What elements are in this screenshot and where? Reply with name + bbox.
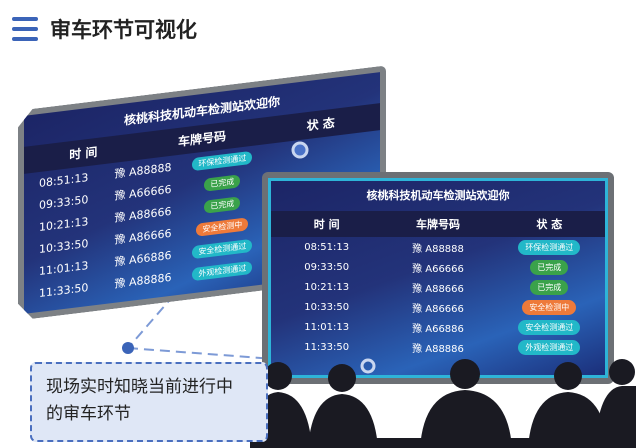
plate-cell: 豫 A66886 — [412, 323, 464, 335]
table-header: 时 间 车牌号码 状 态 — [271, 211, 605, 237]
col-plate: 车牌号码 — [415, 218, 460, 231]
col-time: 时 间 — [313, 218, 340, 231]
time-cell: 11:01:13 — [304, 321, 350, 333]
header: 审车环节可视化 — [12, 14, 197, 44]
plate-cell: 豫 A88886 — [412, 343, 464, 355]
status-badge: 外观检测通过 — [192, 261, 252, 281]
status-badge: 已完成 — [530, 279, 569, 295]
board-title: 核桃科技机动车检测站欢迎你 — [366, 189, 510, 202]
time-cell: 10:21:13 — [304, 281, 350, 293]
time-cell: 11:33:50 — [304, 341, 350, 353]
table-row: 11:33:50 豫 A88886 外观检测通过 — [271, 337, 605, 357]
col-status: 状 态 — [536, 218, 563, 231]
time-cell: 11:33:50 — [38, 280, 89, 300]
status-cell: 外观检测通过 — [494, 339, 605, 355]
status-cell: 环保检测通过 — [494, 239, 605, 255]
table-row: 10:33:50 豫 A86666 安全检测中 — [271, 297, 605, 317]
status-cell: 已完成 — [494, 279, 605, 295]
table-row: 10:21:13 豫 A88666 已完成 — [271, 277, 605, 297]
status-cell: 已完成 — [494, 259, 605, 275]
page-title: 审车环节可视化 — [50, 18, 197, 42]
menu-icon — [12, 17, 38, 41]
callout-box: 现场实时知晓当前进行中 的审车环节 — [30, 362, 268, 442]
table-row: 11:01:13 豫 A66886 安全检测通过 — [271, 317, 605, 337]
plate-cell: 豫 A86666 — [412, 303, 464, 315]
time-cell: 08:51:13 — [304, 241, 350, 253]
table-row: 09:33:50 豫 A66666 已完成 — [271, 257, 605, 277]
status-cell: 安全检测中 — [494, 299, 605, 315]
right-screen: 核桃科技机动车检测站欢迎你 时 间 车牌号码 状 态 08:51:13 豫 A8… — [262, 172, 614, 384]
audience-silhouettes — [250, 359, 636, 448]
time-cell: 09:33:50 — [304, 261, 350, 273]
status-cell: 外观检测通过 — [183, 259, 262, 283]
plate-cell: 豫 A66666 — [412, 263, 464, 275]
status-badge: 已完成 — [204, 174, 240, 191]
plate-cell: 豫 A88666 — [412, 283, 464, 295]
status-badge: 外观检测通过 — [518, 339, 581, 355]
plate-cell: 豫 A88888 — [412, 243, 464, 255]
table-row: 08:51:13 豫 A88888 环保检测通过 — [271, 237, 605, 257]
status-badge: 环保检测通过 — [518, 239, 581, 255]
time-cell: 10:33:50 — [304, 301, 350, 313]
callout-text: 现场实时知晓当前进行中 — [46, 377, 233, 397]
status-badge: 已完成 — [204, 196, 240, 213]
status-cell: 安全检测通过 — [494, 319, 605, 335]
status-badge: 安全检测中 — [522, 299, 577, 315]
status-badge: 已完成 — [530, 259, 569, 275]
callout-text: 的审车环节 — [46, 404, 131, 424]
status-badge: 安全检测通过 — [518, 319, 581, 335]
status-badge: 安全检测中 — [196, 217, 248, 236]
